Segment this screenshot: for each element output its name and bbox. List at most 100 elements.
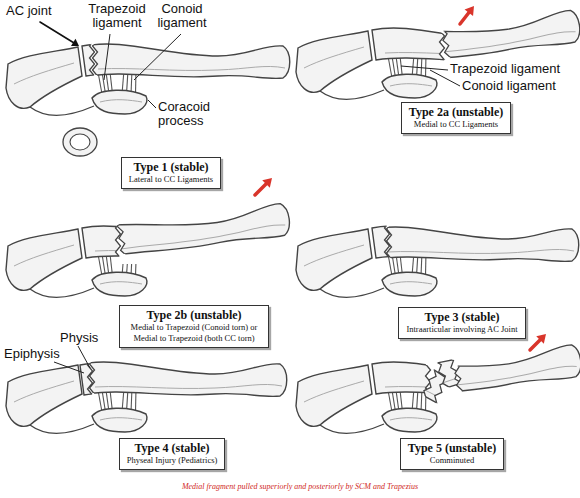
type-description: Lateral to CC Ligaments	[129, 174, 213, 185]
pointer-arrow	[40, 22, 75, 43]
type-description: Physeal Injury (Pediatrics)	[127, 455, 218, 466]
coracoid-process	[92, 408, 147, 432]
coracoid-process	[382, 74, 437, 98]
acromion	[6, 229, 82, 290]
type-heading: Type 3 (stable)	[406, 310, 517, 324]
displacement-arrow	[530, 338, 542, 350]
trapezoid-ligament	[388, 56, 392, 78]
bone-shading	[100, 224, 286, 254]
leader-line	[78, 346, 90, 368]
bone-shading	[390, 30, 576, 60]
type-description: Medial to CC Ligaments	[409, 119, 503, 130]
trapezoid-ligament	[98, 254, 102, 276]
type-heading: Type 1 (stable)	[129, 160, 213, 174]
acromion	[296, 365, 372, 426]
bone-shading	[95, 384, 282, 388]
leader-line	[54, 362, 84, 373]
type-heading: Type 5 (unstable)	[408, 441, 496, 455]
fracture-edge	[88, 341, 93, 419]
trapezoid-ligament	[388, 390, 392, 412]
type-heading: Type 2b (unstable)	[127, 308, 261, 322]
shoulder-illustration	[296, 291, 580, 482]
clavicle	[375, 342, 580, 405]
part-label: Epiphysis	[4, 347, 60, 361]
acromion	[6, 365, 82, 426]
clavicle	[374, 227, 579, 261]
clavicle	[374, 7, 580, 70]
bone-shading	[304, 47, 364, 68]
clavicle-fragment	[374, 205, 579, 283]
displacement-arrow-head	[262, 178, 272, 188]
footnote-caption: Medial fragment pulled superiorly and po…	[182, 482, 418, 491]
coracoid-process	[92, 90, 147, 114]
fracture-edge	[90, 340, 95, 418]
scapula-neck	[30, 288, 94, 297]
type-heading: Type 2a (unstable)	[409, 105, 503, 119]
type-box: Type 2b (unstable)Medial to Trapezoid (C…	[119, 305, 269, 348]
leader-line	[134, 34, 181, 80]
acromion	[6, 47, 82, 108]
bone-shading	[14, 63, 74, 84]
bone-shading	[304, 381, 364, 402]
displacement-arrow	[460, 11, 470, 24]
shoulder-illustration	[296, 0, 580, 99]
part-label: Trapezoid ligament	[84, 2, 150, 31]
type-description: Comminuted	[408, 455, 496, 466]
type-box: Type 3 (stable)Intraarticular involving …	[398, 307, 525, 339]
glenoid-rim	[63, 128, 97, 156]
clavicle	[84, 201, 292, 264]
clavicle-fragment	[363, 325, 580, 482]
part-label: Physis	[60, 331, 98, 345]
displacement-arrow	[255, 182, 268, 195]
clavicle-fragment	[81, 179, 295, 285]
bone-shading	[387, 249, 574, 253]
leader-line	[401, 66, 448, 70]
clavicle-fragment	[85, 22, 290, 100]
bone-shading	[304, 245, 364, 266]
bone-shading	[14, 245, 74, 266]
pointer-arrow-head	[71, 39, 79, 46]
scapula-neck	[320, 90, 384, 99]
fracture-edge	[426, 337, 457, 412]
displacement-arrow-head	[465, 6, 474, 16]
shoulder-illustration	[296, 204, 579, 297]
leader-line	[148, 100, 156, 108]
part-label: Trapezoid ligament	[450, 62, 560, 76]
type-description: Intraarticular involving AC Joint	[406, 324, 517, 335]
bone-shading	[98, 66, 285, 70]
type-box: Type 2a (unstable)Medial to CC Ligaments	[401, 102, 511, 134]
fracture-edge	[440, 6, 445, 84]
type-description: Medial to Trapezoid (Conoid torn) or Med…	[127, 322, 261, 343]
type-heading: Type 4 (stable)	[127, 441, 218, 455]
acromion	[296, 229, 372, 290]
fracture-edge	[116, 204, 121, 282]
fracture-edge	[450, 337, 466, 415]
scapula-neck	[30, 106, 94, 115]
coracoid-process	[92, 272, 147, 296]
displacement-arrow-head	[536, 334, 546, 344]
fracture-edge	[93, 22, 98, 100]
part-label: Conoid ligament	[152, 2, 212, 31]
clavicle	[82, 362, 287, 396]
scapula-neck	[320, 424, 384, 433]
clavicle-fragment	[371, 0, 580, 91]
type-box: Type 5 (unstable)Comminuted	[400, 438, 504, 470]
clavicle-fragment	[365, 291, 580, 434]
shoulder-illustration	[6, 178, 294, 297]
type-box: Type 1 (stable)Lateral to CC Ligaments	[121, 157, 221, 189]
fracture-edge	[114, 202, 130, 280]
bone-shading	[100, 418, 142, 420]
bone-shading	[14, 381, 74, 402]
bone-shading	[100, 100, 142, 102]
bone-shading	[100, 282, 142, 284]
coracoid-process	[382, 408, 437, 432]
clavicle-fragment	[82, 340, 287, 418]
part-label: Coracoid process	[158, 100, 222, 129]
leader-line	[104, 34, 110, 80]
coracoid-process	[382, 272, 437, 296]
scapula-neck	[30, 424, 94, 433]
glenoid-fossa	[70, 134, 90, 150]
part-label: AC joint	[6, 4, 52, 18]
acromion	[296, 31, 372, 92]
scapula-neck	[320, 288, 384, 297]
